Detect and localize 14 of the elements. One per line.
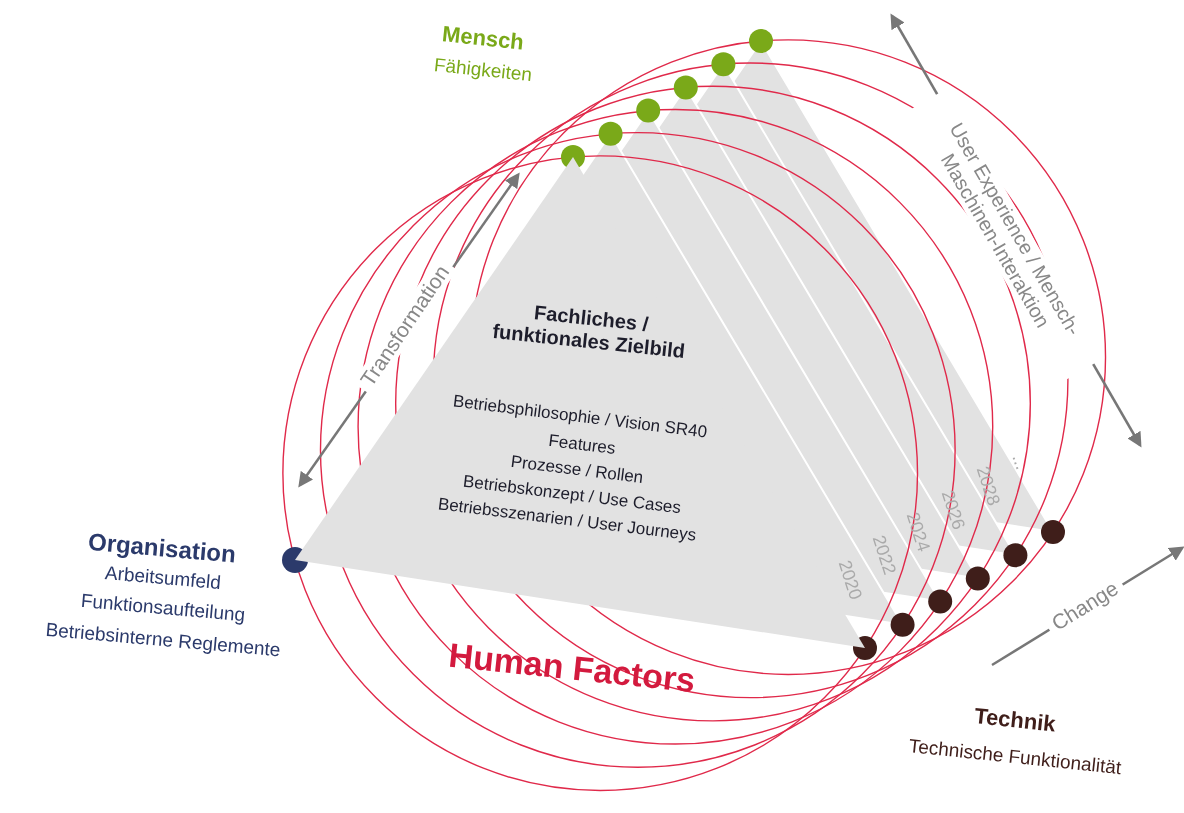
year-label: 2026 bbox=[936, 487, 970, 533]
year-label: ... bbox=[1007, 451, 1033, 473]
diagram-title: Human Factors bbox=[446, 635, 698, 701]
year-label: 2022 bbox=[867, 532, 901, 578]
group-item: Arbeitsumfeld bbox=[104, 562, 222, 594]
year-label: 2024 bbox=[901, 509, 935, 555]
group-heading: Technik bbox=[973, 703, 1057, 737]
year-label: 2020 bbox=[833, 557, 867, 603]
year-label: 2028 bbox=[971, 463, 1005, 509]
group-item: Technische Funktionalität bbox=[907, 735, 1123, 779]
group-heading: Mensch bbox=[440, 21, 526, 55]
triangle-heading: Fachliches / funktionales Zielbild bbox=[490, 300, 688, 364]
triangle-item: Features bbox=[547, 431, 617, 458]
group-item: Fähigkeiten bbox=[433, 54, 533, 86]
